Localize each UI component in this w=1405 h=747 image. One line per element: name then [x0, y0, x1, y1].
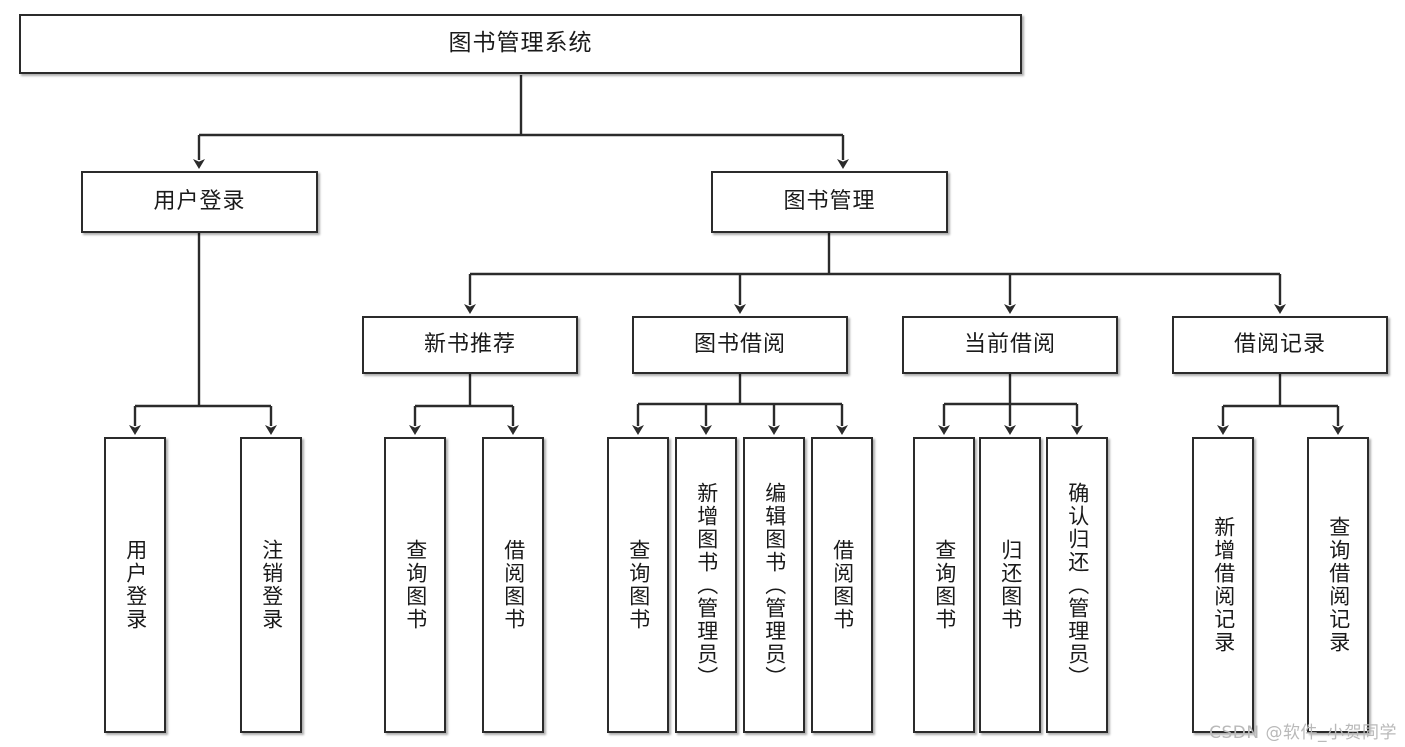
leaf-user-logout[interactable]: 注销登录	[240, 437, 302, 733]
node-root-book-management-system[interactable]: 图书管理系统	[19, 14, 1022, 74]
leaf-record-add-borrow-record[interactable]: 新增借阅记录	[1192, 437, 1254, 733]
leaf-recommend-search-book[interactable]: 查询图书	[384, 437, 446, 733]
leaf-borrow-search-book[interactable]: 查询图书	[607, 437, 669, 733]
node-label: 确认归还（管理员）	[1065, 481, 1090, 689]
node-label: 查询图书	[932, 539, 957, 631]
node-label: 图书借阅	[693, 332, 786, 358]
node-user-login[interactable]: 用户登录	[81, 171, 318, 233]
leaf-borrow-edit-book-admin[interactable]: 编辑图书（管理员）	[743, 437, 805, 733]
node-label: 新增图书（管理员）	[694, 481, 719, 689]
node-label: 用户登录	[153, 189, 246, 215]
leaf-current-confirm-return-admin[interactable]: 确认归还（管理员）	[1046, 437, 1108, 733]
node-new-book-recommend[interactable]: 新书推荐	[362, 316, 578, 374]
node-label: 新书推荐	[423, 332, 516, 358]
leaf-borrow-borrow-book[interactable]: 借阅图书	[811, 437, 873, 733]
leaf-recommend-borrow-book[interactable]: 借阅图书	[482, 437, 544, 733]
leaf-current-search-book[interactable]: 查询图书	[913, 437, 975, 733]
node-label: 归还图书	[998, 539, 1023, 631]
leaf-current-return-book[interactable]: 归还图书	[979, 437, 1041, 733]
node-label: 图书管理	[783, 189, 876, 215]
node-current-borrow[interactable]: 当前借阅	[902, 316, 1118, 374]
leaf-borrow-add-book-admin[interactable]: 新增图书（管理员）	[675, 437, 737, 733]
node-label: 查询图书	[403, 539, 428, 631]
node-borrow-record[interactable]: 借阅记录	[1172, 316, 1388, 374]
node-book-borrow[interactable]: 图书借阅	[632, 316, 848, 374]
node-label: 当前借阅	[963, 332, 1056, 358]
node-label: 注销登录	[259, 539, 284, 631]
node-label: 编辑图书（管理员）	[762, 481, 787, 689]
node-label: 图书管理系统	[448, 30, 593, 57]
leaf-user-login[interactable]: 用户登录	[104, 437, 166, 733]
node-label: 查询借阅记录	[1326, 516, 1351, 654]
leaf-record-search-borrow-record[interactable]: 查询借阅记录	[1307, 437, 1369, 733]
node-label: 新增借阅记录	[1211, 516, 1236, 654]
node-label: 借阅图书	[830, 539, 855, 631]
csdn-watermark: CSDN @软件_小贺同学	[1209, 723, 1397, 743]
node-label: 查询图书	[626, 539, 651, 631]
node-label: 借阅图书	[501, 539, 526, 631]
node-label: 用户登录	[123, 539, 148, 631]
node-label: 借阅记录	[1233, 332, 1326, 358]
node-book-management[interactable]: 图书管理	[711, 171, 948, 233]
